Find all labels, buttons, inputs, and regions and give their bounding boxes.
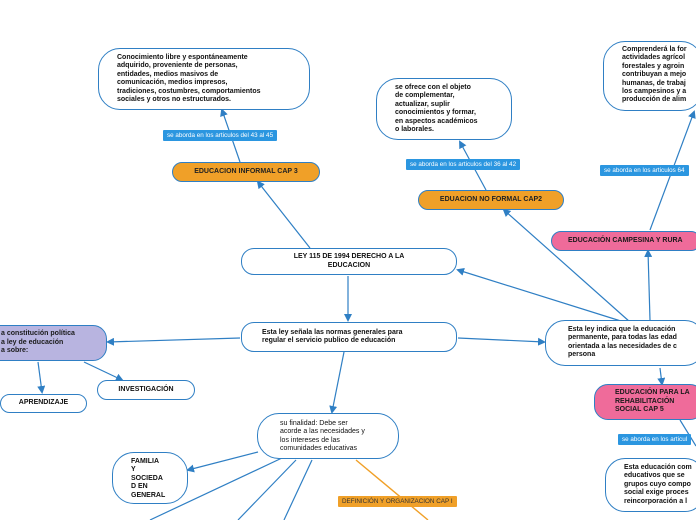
permanent-education-node[interactable]: Esta ley indica que la educación permane…: [545, 320, 696, 366]
link-finalidad-down-1: [149, 457, 283, 520]
link-constitucion-investigacion: [83, 361, 124, 382]
learning-node[interactable]: APRENDIZAJE: [0, 394, 87, 413]
link-ley-informal: [256, 180, 311, 249]
rehabilitation-education-node[interactable]: EDUCACIÓN PARA LA REHABILITACIÓN SOCIAL …: [594, 384, 696, 420]
constitution-node[interactable]: a constitución política a ley de educaci…: [0, 325, 107, 361]
campesina-rural-education-node[interactable]: EDUCACIÓN CAMPESINA Y RURA: [551, 231, 696, 251]
link-indica-ley: [456, 267, 625, 323]
link-constitucion-aprendizaje: [37, 361, 46, 394]
link-normas-indica: [457, 337, 546, 346]
investigation-node[interactable]: INVESTIGACIÓN: [97, 380, 195, 400]
link-normas-constitucion: [106, 337, 241, 346]
informal-education-node[interactable]: EDUCACION INFORMAL CAP 3: [172, 162, 320, 182]
rehabilitation-description-node[interactable]: Esta educación com educativos que se gru…: [605, 458, 696, 512]
no-formal-description-node[interactable]: se ofrece con el objeto de complementar,…: [376, 78, 512, 140]
family-society-node[interactable]: FAMILIA Y SOCIEDA D EN GENERAL: [112, 452, 188, 504]
link-normas-finalidad: [329, 351, 345, 414]
no-formal-education-node[interactable]: EDUACION NO FORMAL CAP2: [418, 190, 564, 210]
link-indica-noformal: [502, 208, 631, 323]
link-finalidad-definicion: [355, 459, 429, 520]
articles-43-45-label: se aborda en los articulos del 43 al 45: [163, 130, 278, 141]
ley-115-node[interactable]: LEY 115 DE 1994 DERECHO A LA EDUCACION: [241, 248, 457, 275]
purpose-node[interactable]: su finalidad: Debe ser acorde a las nece…: [257, 413, 399, 459]
articles-64-label: se aborda en los articulos 64: [600, 165, 689, 176]
campesina-description-node[interactable]: Comprenderá la for actividades agrícol f…: [603, 41, 696, 111]
link-rehab-desc: [679, 419, 696, 447]
rehab-articles-label: se aborda en los articul: [618, 434, 692, 445]
link-indica-rehab: [657, 367, 666, 386]
articles-36-42-label: se aborda en los articulos del 36 al 42: [406, 159, 521, 170]
link-finalidad-down-2: [237, 459, 297, 520]
definition-organization-label: DEFINICIÓN Y ORGANIZACION CAP I: [338, 496, 457, 507]
link-finalidad-down-3: [283, 459, 313, 520]
general-norms-node[interactable]: Esta ley señala las normas generales par…: [241, 322, 457, 352]
link-indica-campesina: [644, 249, 653, 321]
informal-description-node[interactable]: Conocimiento libre y espontáneamente adq…: [98, 48, 310, 110]
link-finalidad-familia: [186, 451, 259, 473]
